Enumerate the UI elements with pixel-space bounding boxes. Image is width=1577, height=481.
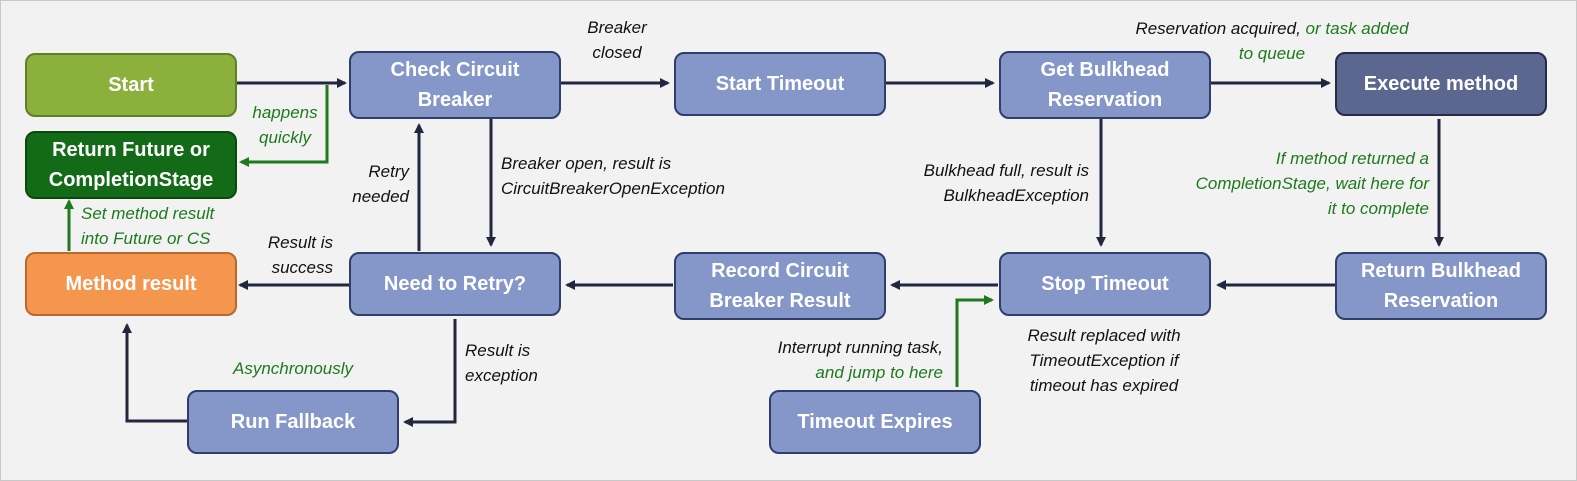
return-future-label-line1: Return Future or — [52, 139, 210, 161]
record-result-label-line2: Breaker Result — [709, 290, 851, 312]
set-method-result-line2: into Future or CS — [81, 229, 211, 248]
result-replaced-line1: Result replaced with — [1027, 326, 1181, 345]
breaker-open-label: Breaker open, result is CircuitBreakerOp… — [501, 151, 725, 201]
run-fallback-node: Run Fallback — [187, 390, 399, 454]
to-queue-text: to queue — [1238, 44, 1306, 63]
wait-for-completion-label: If method returned a CompletionStage, wa… — [1151, 146, 1429, 221]
return-bulkhead-label-line2: Reservation — [1383, 290, 1499, 312]
execute-method-label: Execute method — [1363, 73, 1519, 95]
breaker-closed-line1: Breaker — [587, 18, 647, 37]
bulkhead-full-label: Bulkhead full, result is BulkheadExcepti… — [881, 158, 1089, 208]
retry-needed-label: Retry needed — [337, 159, 409, 209]
wait-for-completion-line2: CompletionStage, wait here for — [1195, 174, 1429, 193]
record-result-label-line1: Record Circuit — [711, 260, 849, 282]
check-circuit-breaker-label-line1: Check Circuit — [390, 59, 520, 81]
execute-method-node: Execute method — [1335, 52, 1547, 116]
method-result-label: Method result — [65, 273, 197, 295]
check-circuit-breaker-label-line2: Breaker — [417, 89, 493, 111]
result-is-success-line2: success — [271, 258, 333, 277]
return-future-node: Return Future or CompletionStage — [25, 131, 237, 199]
bulkhead-full-line1: Bulkhead full, result is — [923, 161, 1089, 180]
asynchronously-label: Asynchronously — [233, 359, 354, 378]
result-replaced-line3: timeout has expired — [1029, 376, 1179, 395]
wait-for-completion-line1: If method returned a — [1275, 149, 1429, 168]
wait-for-completion-line3: it to complete — [1327, 199, 1429, 218]
start-timeout-node: Start Timeout — [674, 52, 886, 116]
start-timeout-label: Start Timeout — [715, 73, 845, 95]
result-is-success-label: Result is success — [245, 230, 333, 280]
result-is-success-line1: Result is — [267, 233, 333, 252]
reservation-acquired-text: Reservation acquired, — [1135, 19, 1301, 38]
arrow-start-to-return-future — [239, 85, 329, 167]
bulkhead-full-line2: BulkheadException — [943, 186, 1089, 205]
arrow-timeout-expires-to-stop-timeout — [955, 295, 994, 387]
reservation-acquired-label: Reservation acquired, or task added to q… — [1107, 16, 1437, 66]
retry-needed-line2: needed — [352, 187, 409, 206]
return-bulkhead-label-line1: Return Bulkhead — [1360, 260, 1522, 282]
set-method-result-line1: Set method result — [81, 204, 215, 223]
breaker-closed-line2: closed — [592, 43, 642, 62]
result-replaced-label: Result replaced with TimeoutException if… — [1009, 323, 1199, 398]
return-future-label-line2: CompletionStage — [48, 169, 214, 191]
get-bulkhead-label-line2: Reservation — [1047, 89, 1163, 111]
get-bulkhead-label-line1: Get Bulkhead — [1040, 59, 1170, 81]
happens-quickly-line2: quickly — [259, 128, 311, 147]
start-label: Start — [108, 74, 154, 96]
breaker-closed-label: Breaker closed — [569, 15, 665, 65]
breaker-open-line2: CircuitBreakerOpenException — [501, 179, 725, 198]
breaker-open-line1: Breaker open, result is — [501, 154, 672, 173]
stop-timeout-label: Stop Timeout — [1041, 273, 1169, 295]
or-task-added-text: or task added — [1305, 19, 1409, 38]
arrow-need-retry-to-fallback — [403, 319, 457, 427]
method-result-node: Method result — [25, 252, 237, 316]
return-bulkhead-reservation-node: Return Bulkhead Reservation — [1335, 252, 1547, 320]
result-is-exception-line1: Result is — [465, 341, 531, 360]
interrupt-running-task-label: Interrupt running task, and jump to here — [741, 335, 943, 385]
timeout-expires-label: Timeout Expires — [797, 411, 953, 433]
arrow-fallback-to-method-result — [122, 323, 187, 423]
happens-quickly-line1: happens — [252, 103, 318, 122]
result-is-exception-label: Result is exception — [465, 338, 538, 388]
start-node: Start — [25, 53, 237, 117]
get-bulkhead-reservation-node: Get Bulkhead Reservation — [999, 51, 1211, 119]
happens-quickly-label: happens quickly — [247, 100, 323, 150]
result-replaced-line2: TimeoutException if — [1029, 351, 1179, 370]
need-to-retry-node: Need to Retry? — [349, 252, 561, 316]
and-jump-to-here-line2: and jump to here — [815, 363, 943, 382]
need-to-retry-label: Need to Retry? — [383, 273, 527, 295]
result-is-exception-line2: exception — [465, 366, 538, 385]
interrupt-running-task-line1: Interrupt running task, — [777, 338, 943, 357]
record-circuit-breaker-result-node: Record Circuit Breaker Result — [674, 252, 886, 320]
run-fallback-label: Run Fallback — [230, 411, 356, 433]
retry-needed-line1: Retry — [368, 162, 409, 181]
stop-timeout-node: Stop Timeout — [999, 252, 1211, 316]
check-circuit-breaker-node: Check Circuit Breaker — [349, 51, 561, 119]
set-method-result-label: Set method result into Future or CS — [81, 201, 214, 251]
timeout-expires-node: Timeout Expires — [769, 390, 981, 454]
